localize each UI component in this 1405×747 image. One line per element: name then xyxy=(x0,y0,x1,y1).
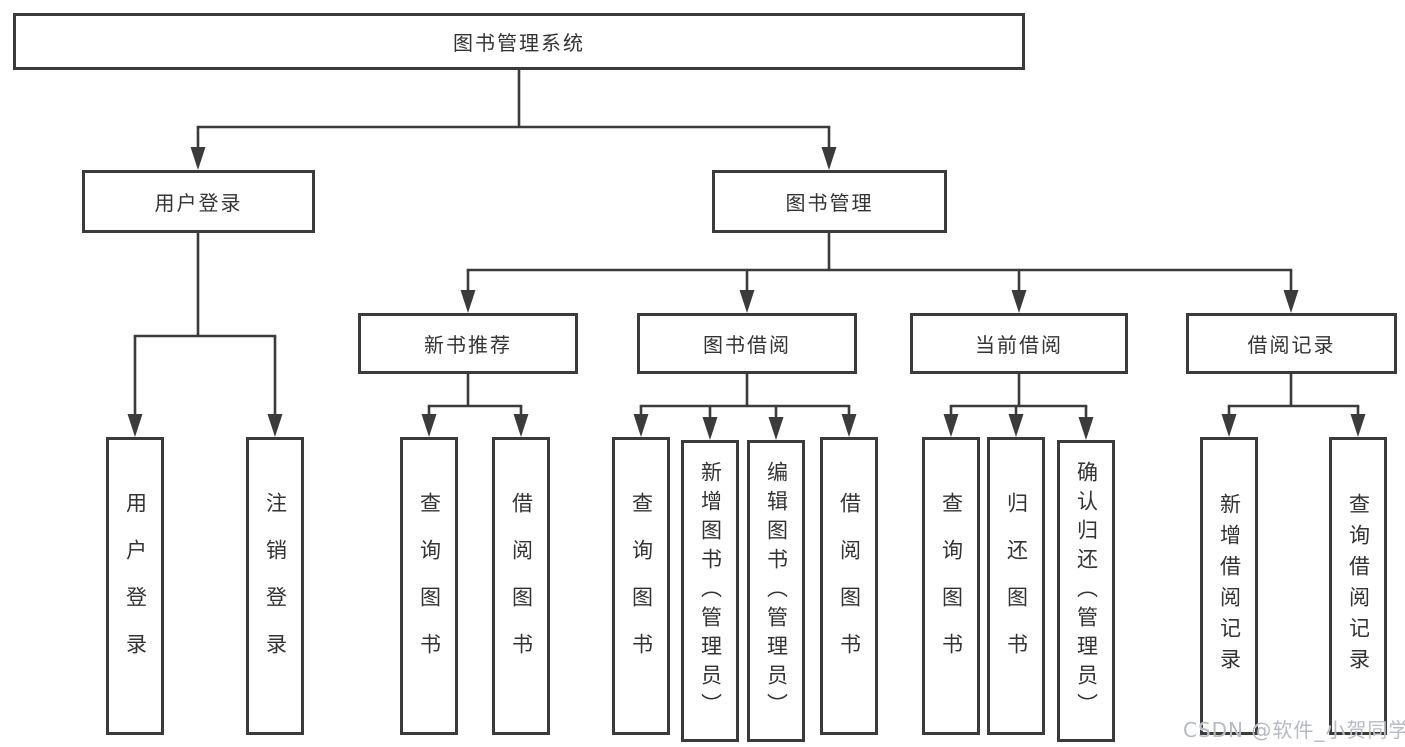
csdn-watermark: CSDN @软件_小贺同学 xyxy=(1183,718,1405,742)
node-user-login: 用户登录 xyxy=(82,170,315,233)
leaf-label: 借阅图书 xyxy=(509,492,534,680)
leaf-logout: 注销登录 xyxy=(246,437,304,735)
leaf-add-borrow-record: 新增借阅记录 xyxy=(1200,437,1258,735)
leaf-label: 注销登录 xyxy=(263,492,288,680)
leaf-query-books-recommend: 查询图书 xyxy=(400,437,458,735)
leaf-borrow-books-recommend: 借阅图书 xyxy=(492,437,550,735)
leaf-confirm-return-admin: 确认归还（管理员） xyxy=(1057,440,1115,742)
node-book-borrowing: 图书借阅 xyxy=(637,313,857,374)
leaf-label: 归还图书 xyxy=(1004,492,1029,680)
leaf-return-book: 归还图书 xyxy=(987,437,1045,735)
node-current-borrowing: 当前借阅 xyxy=(910,313,1128,374)
node-book-management: 图书管理 xyxy=(712,170,947,233)
leaf-label: 新增借阅记录 xyxy=(1217,493,1242,679)
node-label: 图书管理 xyxy=(785,191,874,215)
leaf-borrow-books-borrow: 借阅图书 xyxy=(820,437,878,735)
node-borrowing-records: 借阅记录 xyxy=(1186,313,1397,374)
node-label: 图书借阅 xyxy=(703,333,791,357)
leaf-add-book-admin: 新增图书（管理员） xyxy=(681,440,739,742)
leaf-label: 查询图书 xyxy=(939,492,964,680)
leaf-query-books-borrow: 查询图书 xyxy=(612,437,670,735)
leaf-label: 新增图书（管理员） xyxy=(698,460,723,722)
leaf-label: 用户登录 xyxy=(123,492,148,680)
leaf-label: 查询图书 xyxy=(629,492,654,680)
leaf-query-borrow-record: 查询借阅记录 xyxy=(1329,437,1387,735)
node-label: 图书管理系统 xyxy=(453,31,585,55)
node-library-system: 图书管理系统 xyxy=(13,13,1025,70)
leaf-user-login: 用户登录 xyxy=(106,437,164,735)
leaf-label: 确认归还（管理员） xyxy=(1074,460,1099,722)
leaf-label: 编辑图书（管理员） xyxy=(764,460,789,722)
node-label: 用户登录 xyxy=(154,191,243,215)
leaf-label: 查询借阅记录 xyxy=(1346,493,1371,679)
leaf-query-books-current: 查询图书 xyxy=(922,437,980,735)
node-label: 新书推荐 xyxy=(424,333,512,357)
leaf-edit-book-admin: 编辑图书（管理员） xyxy=(747,440,805,742)
node-new-book-recommendation: 新书推荐 xyxy=(358,313,578,374)
leaf-label: 查询图书 xyxy=(417,492,442,680)
node-label: 借阅记录 xyxy=(1247,333,1336,357)
leaf-label: 借阅图书 xyxy=(837,492,862,680)
node-label: 当前借阅 xyxy=(975,333,1063,357)
